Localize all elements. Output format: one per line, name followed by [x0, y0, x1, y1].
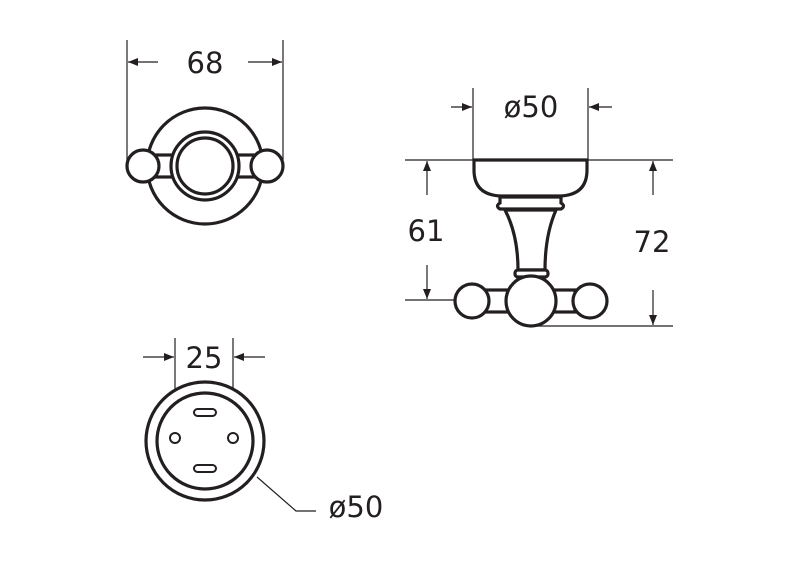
flange — [495, 195, 566, 211]
center-ball — [175, 136, 235, 196]
height-dimension-61: 61 — [408, 214, 445, 248]
screw-hole-right — [227, 432, 239, 444]
slot-bottom — [193, 464, 217, 473]
center-ball — [504, 274, 558, 328]
hole-spacing-dimension: 25 — [186, 341, 223, 375]
front-view: 68 — [125, 40, 285, 226]
knob-left — [125, 148, 161, 184]
height-dimension-72: 72 — [634, 225, 671, 259]
stem — [502, 208, 559, 272]
base-view: 25 ø50 — [143, 338, 383, 524]
side-view: ø50 61 72 — [405, 88, 673, 328]
slot-top — [193, 408, 217, 417]
leader-line — [256, 476, 316, 512]
base-diameter-dimension: ø50 — [329, 490, 384, 524]
knob-left — [453, 282, 491, 320]
diameter-dimension: ø50 — [504, 90, 559, 124]
width-dimension: 68 — [187, 46, 224, 80]
cup — [472, 158, 589, 198]
base-plate-inner — [155, 391, 255, 491]
screw-hole-left — [169, 432, 181, 444]
knob-right — [249, 148, 285, 184]
knob-right — [571, 282, 609, 320]
